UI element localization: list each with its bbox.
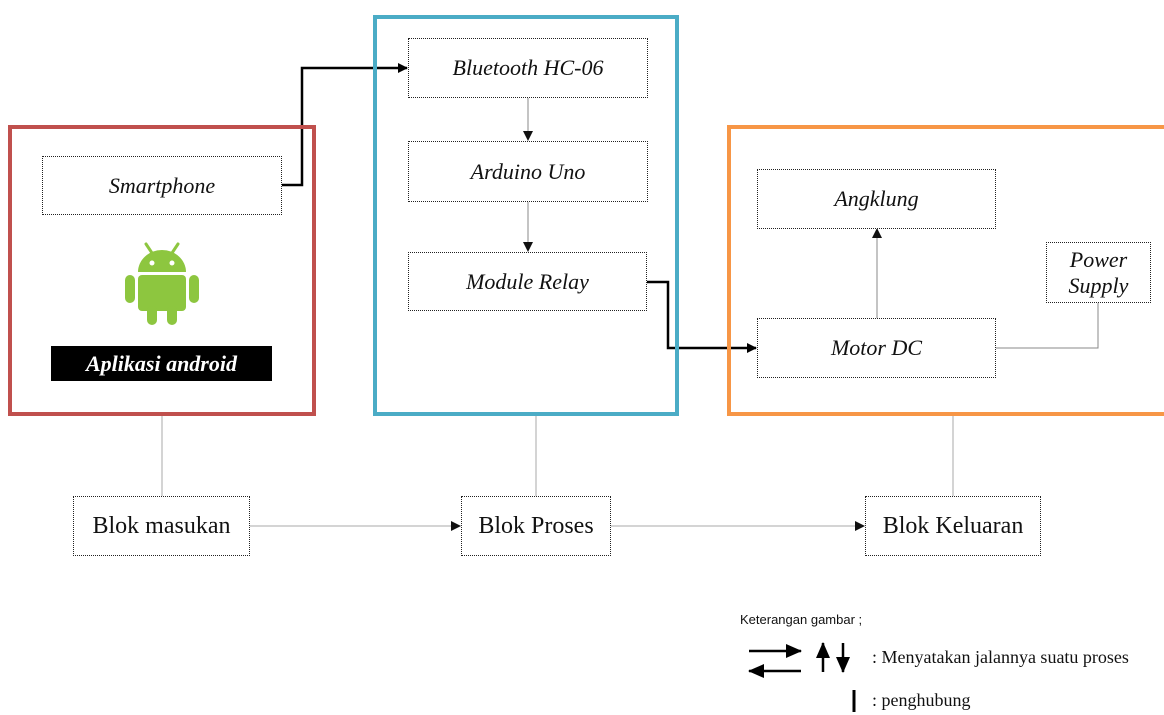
legend-process-text: : Menyatakan jalannya suatu proses xyxy=(872,647,1129,667)
motor-dc-label: Motor DC xyxy=(830,335,923,360)
output-block-frame xyxy=(727,125,1164,416)
arduino-box: Arduino Uno xyxy=(408,141,648,202)
smartphone-box: Smartphone xyxy=(42,156,282,215)
motor-dc-box: Motor DC xyxy=(757,318,996,378)
legend-title: Keterangan gambar ; xyxy=(740,612,863,627)
process-block-frame xyxy=(373,15,679,416)
line-power-to-motor xyxy=(996,303,1099,349)
angklung-box: Angklung xyxy=(757,169,996,229)
block-process-label: Blok Proses xyxy=(461,496,611,556)
relay-box: Module Relay xyxy=(408,252,647,311)
legend-up-down-arrow-icon xyxy=(816,642,850,673)
power-supply-box: Power Supply xyxy=(1046,242,1151,303)
power-supply-label-line2: Supply xyxy=(1068,272,1129,298)
android-icon xyxy=(125,242,199,325)
legend-bidirectional-arrow-icon xyxy=(748,644,802,678)
bluetooth-box: Bluetooth HC-06 xyxy=(408,38,648,98)
legend-connector-text: : penghubung xyxy=(872,690,971,710)
android-app-label: Aplikasi android xyxy=(51,346,272,381)
input-block-frame xyxy=(8,125,316,416)
power-supply-label-line1: Power xyxy=(1069,246,1128,272)
block-output-label: Blok Keluaran xyxy=(865,496,1041,556)
arrow-relay-to-motor xyxy=(647,280,757,353)
block-input-label: Blok masukan xyxy=(73,496,250,556)
